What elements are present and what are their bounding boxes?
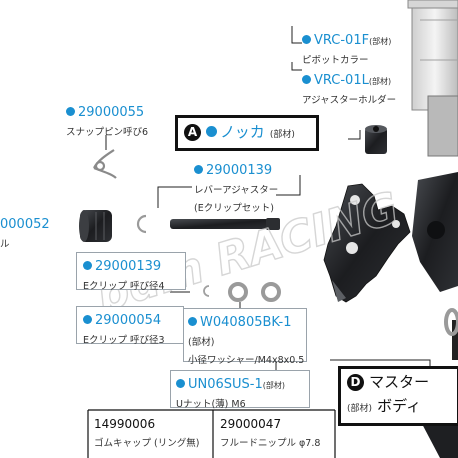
bullet-icon	[194, 165, 203, 174]
part-tag: (部材)	[368, 77, 392, 86]
knocker-part	[323, 183, 411, 303]
lever-adjuster-rod	[170, 218, 280, 230]
part-desc: ピボットカラー	[302, 54, 369, 66]
part-desc: (Eクリップセット)	[194, 203, 274, 215]
part-code: UN06SUS-1	[188, 377, 263, 392]
bullet-icon	[83, 261, 92, 270]
bullet-icon	[302, 75, 311, 84]
part-code: 000052	[0, 217, 50, 232]
part-tag: (部材)	[262, 381, 286, 390]
callout-master-body: D マスター (部材) ボディ	[338, 366, 458, 426]
part-code: 29000139	[206, 163, 273, 178]
part-label-29000047: 29000047 フルードニップル φ7.8	[220, 414, 320, 451]
bullet-icon	[188, 317, 197, 326]
part-code: 29000047	[220, 417, 282, 431]
e-clip-3-part	[203, 285, 210, 297]
part-label-29000139-adjuster: 29000139 レバーアジャスター (Eクリップセット)	[194, 160, 278, 216]
part-desc: アジャスターホルダー	[302, 94, 397, 106]
adjuster-knob	[79, 210, 112, 242]
part-label-vrc-01l: VRC-01L(部材) アジャスターホルダー	[302, 70, 396, 107]
part-box-29000139-eclip: 29000139 Eクリップ 呼び径4	[76, 252, 186, 292]
part-label-29000055: 29000055 スナップピン呼び6	[66, 102, 148, 139]
part-label-000052: 000052 ル	[0, 214, 50, 251]
part-desc: ゴムキャップ (リング無)	[94, 438, 200, 450]
callout-letter-d: D	[347, 374, 364, 392]
part-label-14990006: 14990006 ゴムキャップ (リング無)	[94, 414, 199, 451]
part-code: W040805BK-1	[200, 315, 292, 330]
bullet-icon	[206, 126, 218, 137]
bullet-icon	[302, 35, 311, 44]
part-desc: Eクリップ 呼び径4	[83, 280, 165, 292]
bullet-icon	[176, 379, 185, 388]
part-desc: ル	[0, 238, 10, 250]
part-tag: (部材)	[188, 336, 215, 348]
part-tag: (部材)	[369, 37, 392, 46]
part-code: VRC-01F	[314, 33, 370, 48]
e-clip-4-part	[136, 214, 147, 234]
part-desc: Uナット(薄) M6	[176, 398, 246, 410]
part-box-un06sus-1: UN06SUS-1(部材) Uナット(薄) M6	[170, 370, 310, 410]
part-code: 29000055	[78, 105, 145, 120]
callout-name-line1: マスター	[369, 373, 430, 391]
part-box-w040805bk-1: W040805BK-1 (部材) 小径ワッシャー/M4x8x0.5	[183, 308, 307, 366]
adjuster-holder-part	[365, 125, 387, 154]
callout-tag: (部材)	[347, 404, 373, 414]
part-desc: Eクリップ 呼び径3	[83, 334, 165, 346]
callout-name: ノッカ	[220, 123, 265, 141]
callout-letter-a: A	[184, 124, 201, 142]
part-desc: レバーアジャスター	[194, 184, 279, 196]
callout-tag: (部材)	[269, 130, 295, 140]
snap-pin-part	[93, 149, 117, 179]
part-label-vrc-01f: VRC-01F(部材) ピボットカラー	[302, 30, 391, 67]
part-code: 29000054	[95, 313, 162, 328]
part-code: 29000139	[95, 259, 162, 274]
part-code: VRC-01L	[314, 73, 369, 88]
part-box-29000054: 29000054 Eクリップ 呼び径3	[76, 306, 184, 346]
bullet-icon	[66, 107, 75, 116]
part-code: 14990006	[94, 417, 156, 431]
callout-knocker: A ノッカ (部材)	[175, 115, 319, 151]
u-nut-part	[444, 308, 458, 336]
master-body-cylinder	[407, 0, 458, 157]
bullet-icon	[83, 315, 92, 324]
washer-parts	[228, 282, 281, 302]
callout-name-line2: ボディ	[377, 397, 422, 415]
part-desc: フルードニップル φ7.8	[220, 438, 321, 450]
part-desc: スナップピン呼び6	[66, 126, 149, 138]
part-desc: 小径ワッシャー/M4x8x0.5	[188, 355, 305, 367]
